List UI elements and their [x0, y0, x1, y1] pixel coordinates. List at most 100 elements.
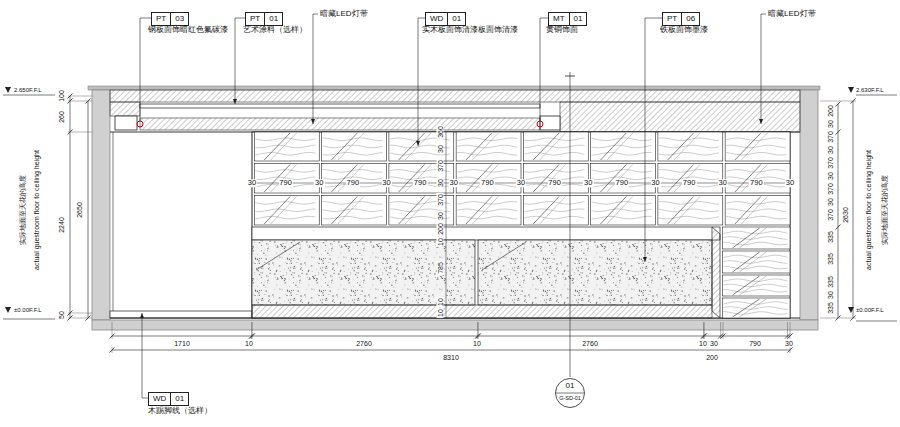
wood-grain: [723, 312, 787, 315]
extension-line: [68, 101, 92, 102]
material-code: PT: [663, 13, 681, 25]
glass-reflection: [668, 165, 694, 193]
shelf-cell: [523, 164, 588, 194]
lighting-note: 暗藏LED灯带: [768, 10, 816, 18]
level-triangle: [848, 307, 854, 313]
wood-grain: [659, 152, 719, 155]
shelf-cell: [254, 164, 319, 194]
material-code: MT: [549, 13, 569, 25]
wood-grain: [726, 216, 786, 219]
dimension-value: 790: [749, 340, 761, 347]
shelf-cell: [722, 251, 790, 273]
shelf-cell: [722, 227, 790, 249]
wood-grain: [726, 152, 786, 155]
dimension-tick: [110, 348, 115, 353]
glass-reflection: [668, 133, 694, 160]
extension-line: [112, 322, 113, 339]
dimension-value: 30: [449, 179, 459, 187]
dimension-value: 10: [437, 297, 444, 307]
dimension-value: 370: [827, 156, 834, 170]
glass-reflection: [733, 252, 760, 272]
ceiling-hatch: [110, 90, 800, 102]
shelf-cell: [725, 196, 790, 226]
dimension-value: 10: [473, 340, 481, 347]
glass-reflection: [741, 165, 767, 193]
dimension-value: 30: [785, 179, 795, 187]
shelf-cell: [591, 196, 656, 226]
dimension-value: 335: [827, 275, 834, 289]
shelf-cell: [722, 275, 790, 296]
shelf-cell: [722, 298, 790, 318]
leader-arrow: [643, 257, 647, 262]
wood-grain: [524, 152, 584, 155]
wood-grain: [524, 145, 584, 148]
wood-grain: [592, 170, 652, 173]
height-note: actual guestroom floor to ceiling height: [33, 150, 40, 270]
section-line: [570, 72, 571, 377]
leader-line: [645, 18, 662, 262]
dimension-value: 10: [437, 237, 444, 247]
dimension-value: 2630: [842, 207, 849, 223]
shelf-cell: [456, 196, 521, 226]
leader-end-mark: [537, 121, 543, 127]
material-tag: WD01: [425, 12, 466, 26]
dimension-value: 790: [278, 179, 293, 187]
dimension-value: 50: [58, 311, 65, 319]
extension-line: [68, 96, 92, 97]
glass-reflection: [338, 197, 364, 225]
shelf-cell: [322, 164, 387, 194]
wood-grain: [524, 209, 584, 212]
wood-grain: [255, 216, 315, 219]
glass-reflection: [674, 165, 700, 193]
dimension-value: 10: [437, 308, 444, 318]
glass-reflection: [741, 197, 767, 225]
dimension-value: 30: [247, 179, 257, 187]
extension-line: [68, 313, 92, 314]
dimension-value: 790: [346, 179, 361, 187]
wood-grain: [592, 216, 652, 219]
height-note: actual guestroom floor to ceiling height: [865, 150, 872, 270]
ceiling-slab: [88, 86, 820, 90]
material-number: 01: [264, 13, 282, 25]
shelf-cell: [725, 164, 790, 194]
glass-reflection: [533, 165, 559, 193]
extension-line: [820, 101, 856, 102]
glass-reflection: [739, 252, 766, 272]
material-number: 01: [170, 393, 188, 405]
glass-reflection: [533, 133, 559, 160]
skirting-board: [110, 311, 252, 318]
dimension-line: [853, 101, 854, 318]
level-triangle: [5, 307, 11, 313]
material-tag: PT06: [662, 12, 700, 26]
level-line: [3, 95, 55, 96]
dimension-value: 30: [785, 340, 793, 347]
level-mark: 2.630F.F.L: [856, 87, 884, 93]
wood-grain: [255, 145, 315, 148]
glass-reflection: [600, 165, 626, 193]
glass-reflection: [735, 165, 761, 193]
wood-grain: [592, 209, 652, 212]
level-mark: 2.650F.F.L: [14, 87, 42, 93]
extension-line: [252, 322, 253, 339]
extension-line: [68, 318, 92, 319]
dimension-value: 30: [827, 119, 834, 129]
glass-reflection: [405, 165, 431, 193]
extension-line: [704, 322, 705, 339]
leader-line: [761, 14, 766, 124]
shelf-cell: [523, 196, 588, 226]
wood-grain: [659, 138, 719, 141]
glass-reflection: [264, 197, 290, 225]
wood-grain: [726, 209, 786, 212]
wood-grain: [659, 145, 719, 148]
shelf-cell: [254, 196, 319, 226]
wood-grain: [255, 202, 315, 205]
bulkhead-hatch: [560, 102, 800, 132]
section-divider: [556, 393, 584, 394]
leader-arrow: [416, 141, 420, 146]
glass-reflection: [735, 197, 761, 225]
wood-grain: [659, 170, 719, 173]
dimension-value: 200: [437, 223, 444, 237]
level-line: [3, 319, 55, 320]
material-code: PT: [152, 13, 170, 25]
